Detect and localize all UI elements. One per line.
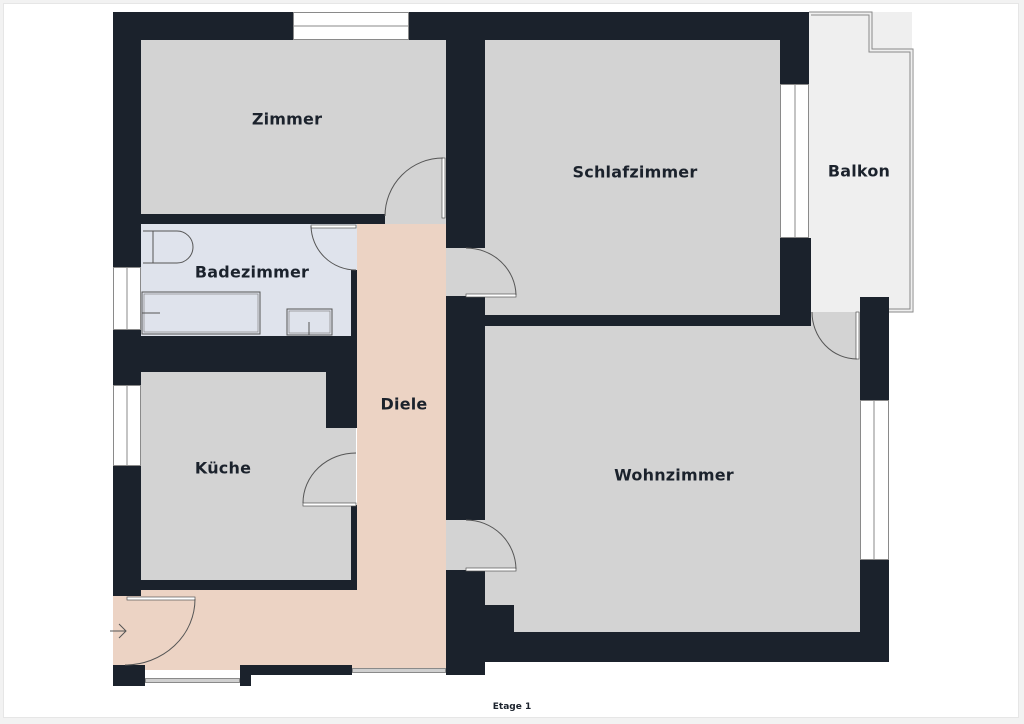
wall-schlaf-wohn bbox=[485, 315, 811, 326]
window-diele-bottom bbox=[352, 668, 446, 673]
door-area-zimmer bbox=[385, 214, 446, 224]
window-bad-left bbox=[113, 267, 141, 330]
wall-kueche-right bbox=[351, 505, 357, 590]
door-area-schlafzimmer bbox=[446, 248, 485, 296]
wall-kueche-bottom bbox=[141, 580, 357, 590]
wall-center-low bbox=[446, 570, 485, 675]
label-wohnzimmer: Wohnzimmer bbox=[614, 465, 734, 485]
wall-left-lower bbox=[113, 466, 141, 596]
room-kueche-nook bbox=[326, 428, 356, 508]
wall-schlaf-right-top bbox=[780, 12, 809, 84]
floor-caption: Etage 1 bbox=[492, 702, 532, 712]
label-diele: Diele bbox=[380, 394, 428, 414]
window-zimmer-top bbox=[293, 12, 409, 40]
wall-zimmer-bad bbox=[141, 214, 385, 224]
room-wohnzimmer[interactable] bbox=[485, 326, 860, 632]
wall-bottom-mid bbox=[240, 665, 352, 675]
label-zimmer: Zimmer bbox=[251, 109, 323, 129]
label-kueche: Küche bbox=[194, 458, 252, 478]
room-diele-entry bbox=[113, 590, 446, 670]
wall-zimmer-right bbox=[446, 12, 485, 248]
wall-wohn-right-top bbox=[860, 297, 889, 400]
door-area-wohnzimmer bbox=[446, 520, 485, 570]
door-area-balkon bbox=[811, 312, 860, 357]
label-schlafzimmer: Schlafzimmer bbox=[572, 162, 698, 182]
window-schlaf-right bbox=[780, 84, 809, 238]
wall-kueche-block bbox=[326, 372, 357, 428]
wall-bottom-stub-left bbox=[113, 665, 145, 686]
wall-bottom-mid-stub bbox=[240, 665, 251, 686]
window-kueche-left bbox=[113, 385, 141, 466]
label-badezimmer: Badezimmer bbox=[194, 262, 310, 282]
window-entry-bottom bbox=[145, 678, 240, 683]
wall-wohn-bottom bbox=[485, 632, 889, 662]
wall-top-left bbox=[113, 12, 293, 40]
room-schlafzimmer[interactable] bbox=[485, 40, 780, 315]
wall-bad-right bbox=[351, 270, 357, 336]
window-wohn-right bbox=[860, 400, 889, 560]
wall-center-mid bbox=[446, 296, 485, 520]
wall-schlaf-right-bottom bbox=[780, 238, 811, 326]
label-balkon: Balkon bbox=[827, 161, 891, 181]
wall-bad-kueche bbox=[113, 336, 357, 372]
wall-wohn-corner bbox=[485, 605, 514, 632]
wall-left-upper bbox=[113, 12, 141, 267]
